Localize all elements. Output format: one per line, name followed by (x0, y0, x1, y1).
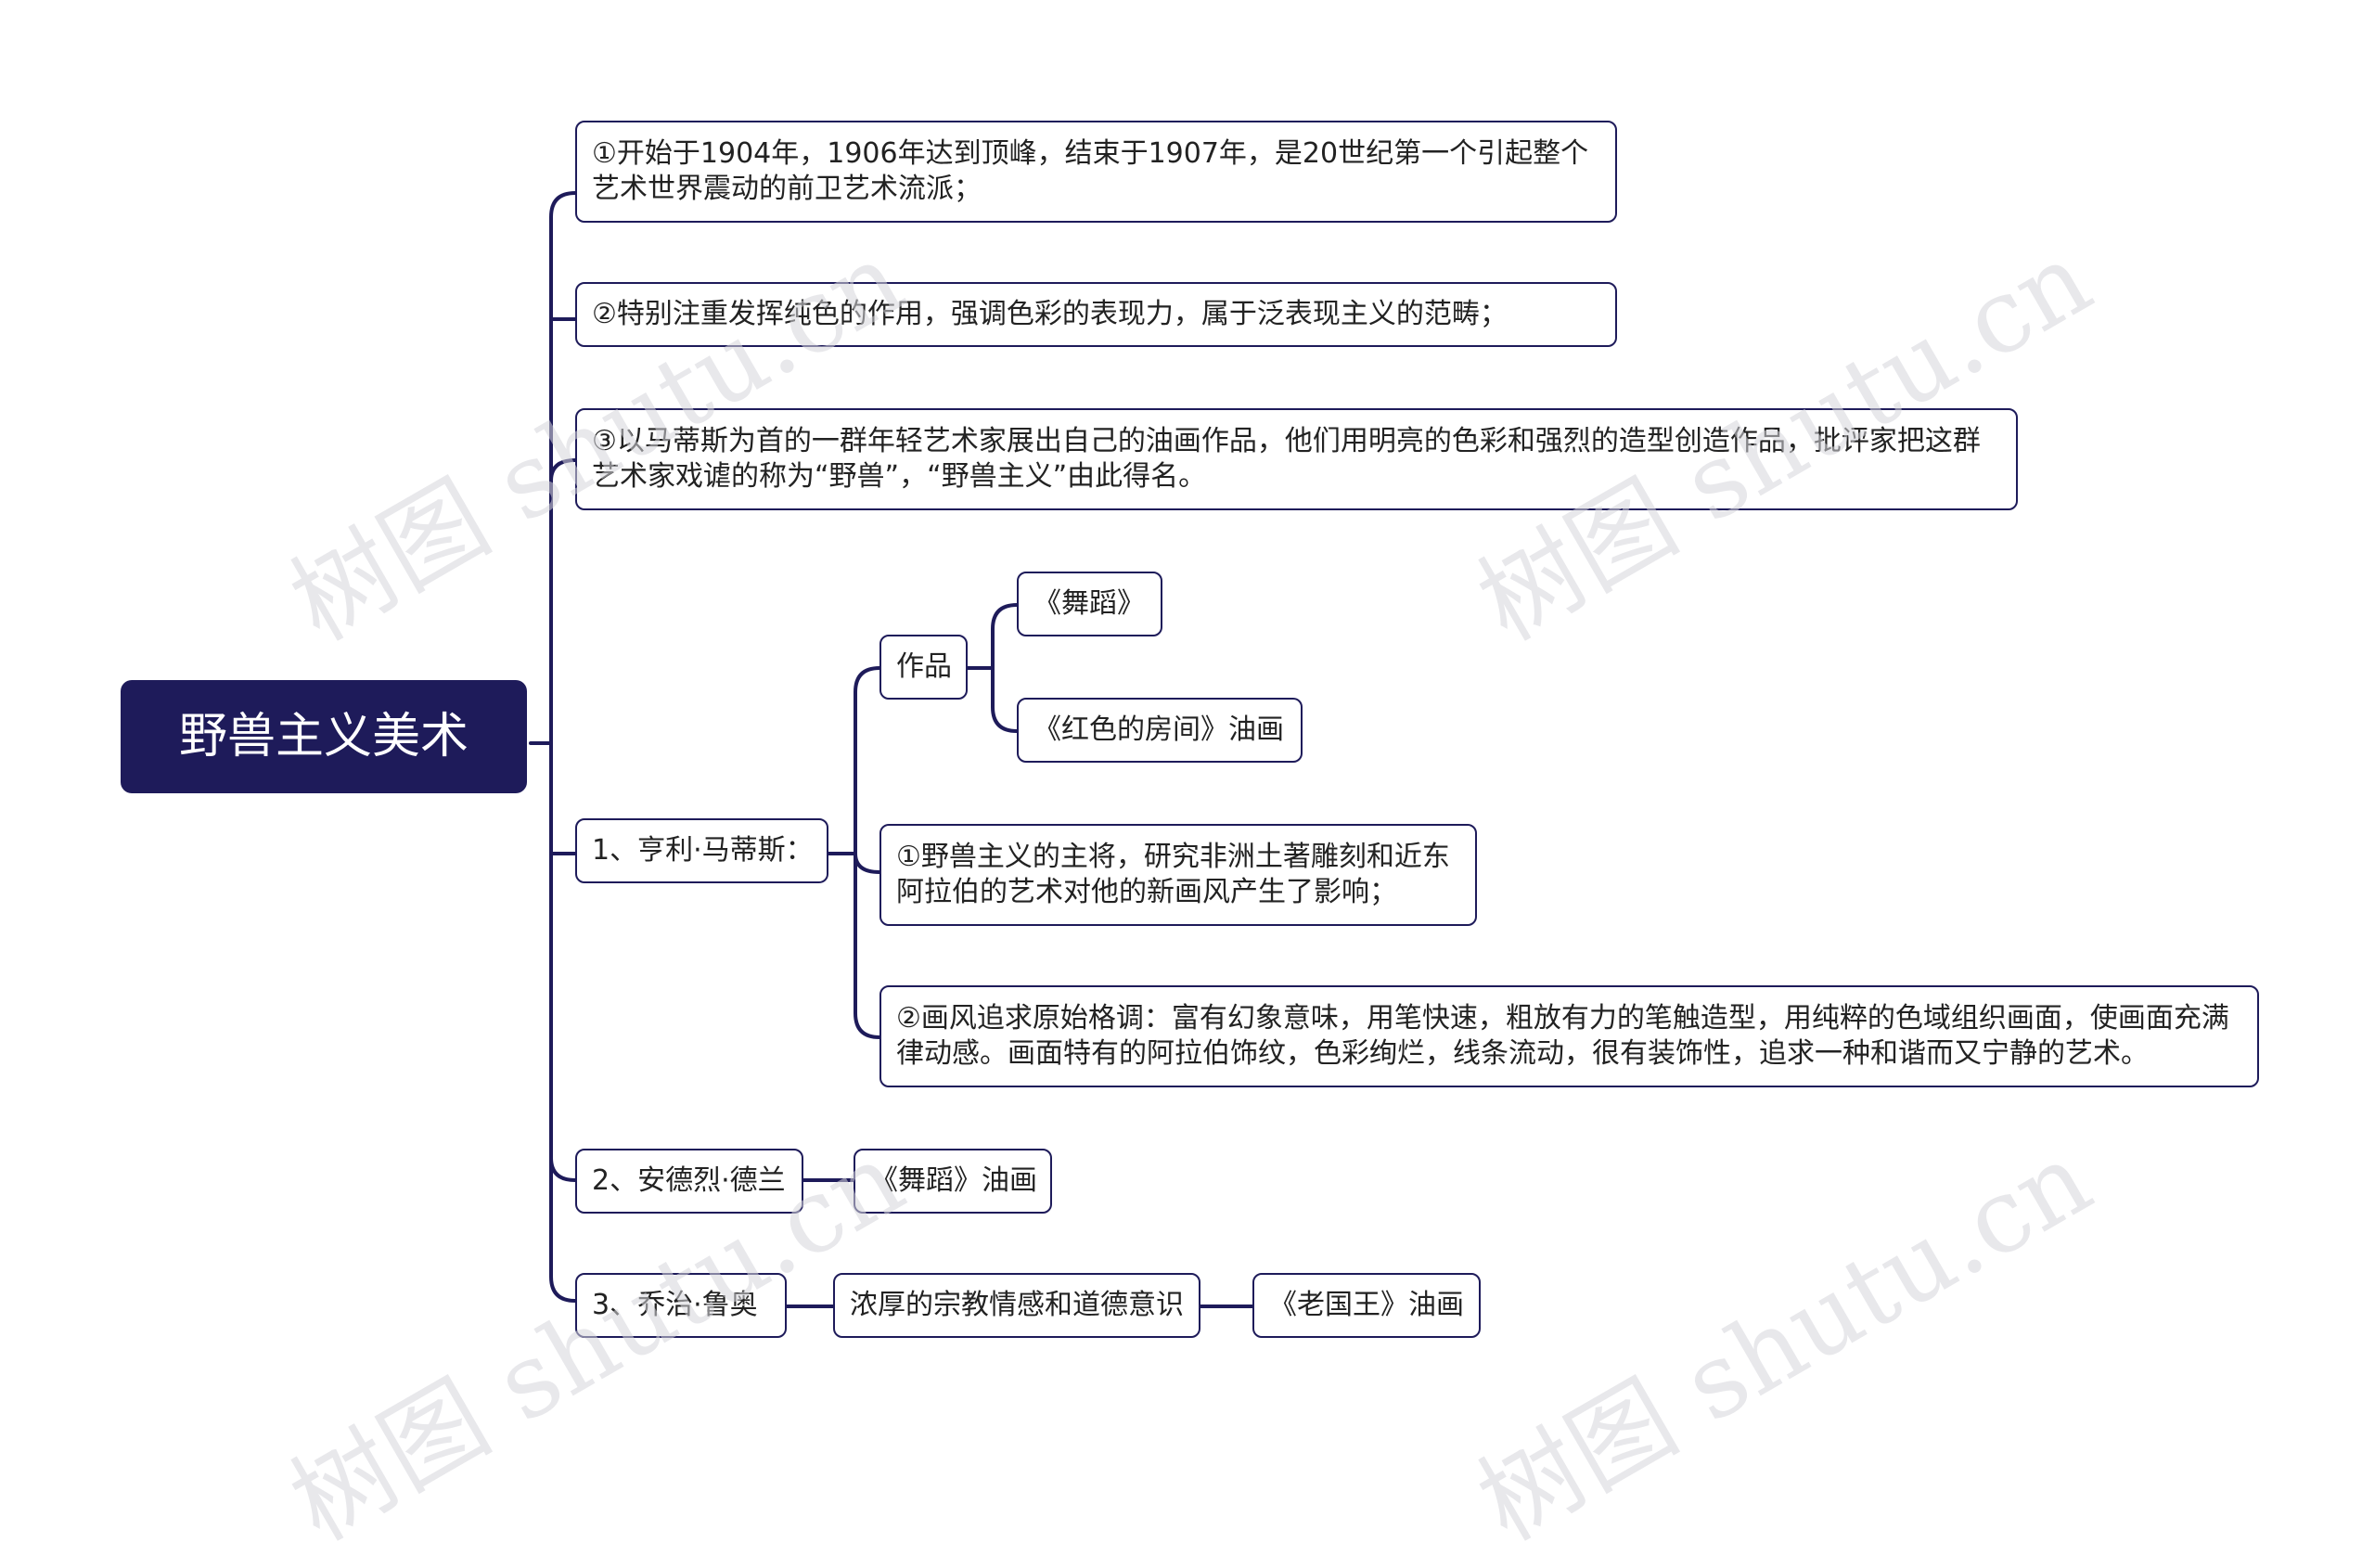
derain-node[interactable]: 2、安德烈·德兰 (575, 1149, 803, 1214)
root-label: 野兽主义美术 (178, 709, 469, 765)
intro-node-1[interactable]: ①开始于1904年，1906年达到顶峰，结束于1907年，是20世纪第一个引起整… (575, 121, 1617, 223)
work-item-red-room[interactable]: 《红色的房间》油画 (1017, 698, 1303, 763)
intro-node-3[interactable]: ③以马蒂斯为首的一群年轻艺术家展出自己的油画作品，他们用明亮的色彩和强烈的造型创… (575, 408, 2018, 510)
derain-work-label: 《舞蹈》油画 (870, 1164, 1037, 1197)
intro-text-3: ③以马蒂斯为首的一群年轻艺术家展出自己的油画作品，他们用明亮的色彩和强烈的造型创… (592, 425, 1981, 493)
intro-node-2[interactable]: ②特别注重发挥纯色的作用，强调色彩的表现力，属于泛表现主义的范畴； (575, 282, 1617, 347)
work-item-dance-label: 《舞蹈》 (1033, 587, 1145, 620)
derain-label: 2、安德烈·德兰 (592, 1164, 786, 1197)
root-node[interactable]: 野兽主义美术 (121, 680, 527, 793)
rouault-node[interactable]: 3、乔治·鲁奥 (575, 1273, 787, 1338)
works-node[interactable]: 作品 (879, 635, 968, 700)
connector-works-trunk (991, 603, 1019, 733)
matisse-note-2[interactable]: ②画风追求原始格调：富有幻象意味，用笔快速，粗放有力的笔触造型，用纯粹的色域组织… (879, 985, 2259, 1087)
work-item-dance[interactable]: 《舞蹈》 (1017, 572, 1162, 636)
work-item-red-room-label: 《红色的房间》油画 (1033, 713, 1284, 746)
rouault-trait-label: 浓厚的宗教情感和道德意识 (850, 1289, 1184, 1321)
works-label: 作品 (896, 650, 952, 683)
matisse-label: 1、亨利·马蒂斯： (592, 834, 814, 867)
rouault-work-node[interactable]: 《老国王》油画 (1252, 1273, 1481, 1338)
rouault-trait-node[interactable]: 浓厚的宗教情感和道德意识 (833, 1273, 1200, 1338)
intro-text-1: ①开始于1904年，1906年达到顶峰，结束于1907年，是20世纪第一个引起整… (592, 137, 1589, 205)
connector-note1 (854, 852, 881, 874)
connector-matisse-trunk (854, 666, 881, 1039)
connector-intro3 (549, 458, 577, 482)
matisse-node[interactable]: 1、亨利·马蒂斯： (575, 818, 828, 883)
connector-trunk (549, 191, 577, 1303)
matisse-note-1[interactable]: ①野兽主义的主将，研究非洲土著雕刻和近东阿拉伯的艺术对他的新画风产生了影响； (879, 824, 1477, 926)
intro-text-2: ②特别注重发挥纯色的作用，强调色彩的表现力，属于泛表现主义的范畴； (592, 298, 1508, 330)
mind-map: 野兽主义美术 ①开始于1904年，1906年达到顶峰，结束于1907年，是20世… (121, 121, 2259, 1563)
rouault-label: 3、乔治·鲁奥 (592, 1289, 758, 1321)
rouault-work-label: 《老国王》油画 (1269, 1289, 1464, 1321)
connector-lines (529, 191, 1254, 1308)
connector-derain (549, 1156, 577, 1182)
matisse-note-2-text: ②画风追求原始格调：富有幻象意味，用笔快速，粗放有力的笔触造型，用纯粹的色域组织… (896, 1002, 2229, 1070)
derain-work-node[interactable]: 《舞蹈》油画 (854, 1149, 1052, 1214)
matisse-note-1-text: ①野兽主义的主将，研究非洲土著雕刻和近东阿拉伯的艺术对他的新画风产生了影响； (896, 841, 1450, 908)
